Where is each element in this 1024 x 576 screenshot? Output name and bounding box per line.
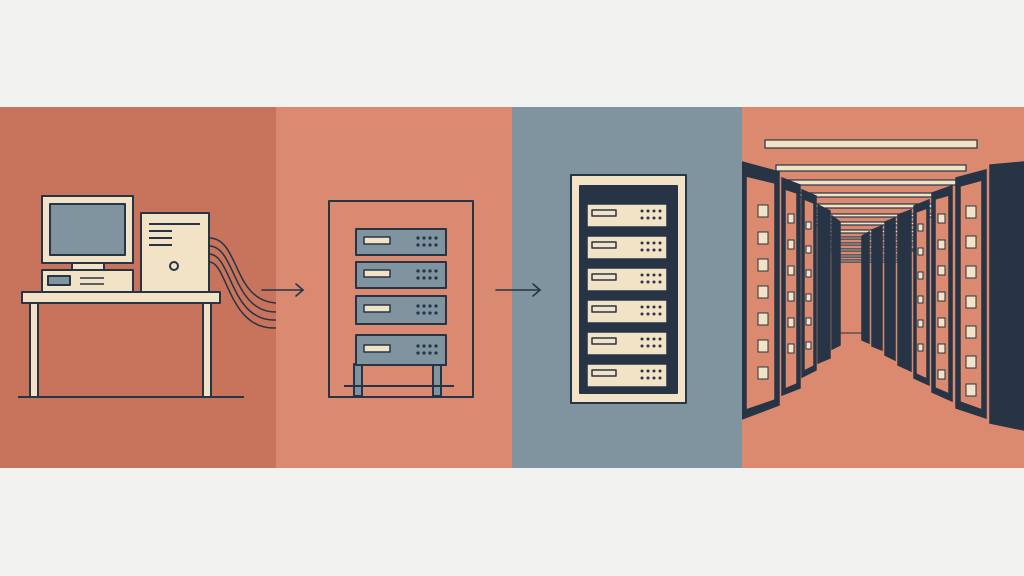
arrow-right-icon (495, 283, 542, 297)
data-center-icon (742, 139, 1024, 431)
server-cabinet-vent-dots (640, 209, 662, 380)
server-rack-icon (328, 200, 474, 398)
desktop-computer-icon (18, 195, 277, 398)
right-rack-slots (917, 205, 977, 397)
server-rack-vent-dots (416, 236, 438, 355)
right-rack-row (861, 161, 1024, 431)
left-rack-slots (757, 204, 812, 380)
arrow-right-icon (261, 283, 305, 297)
server-cabinet-icon (570, 174, 687, 404)
